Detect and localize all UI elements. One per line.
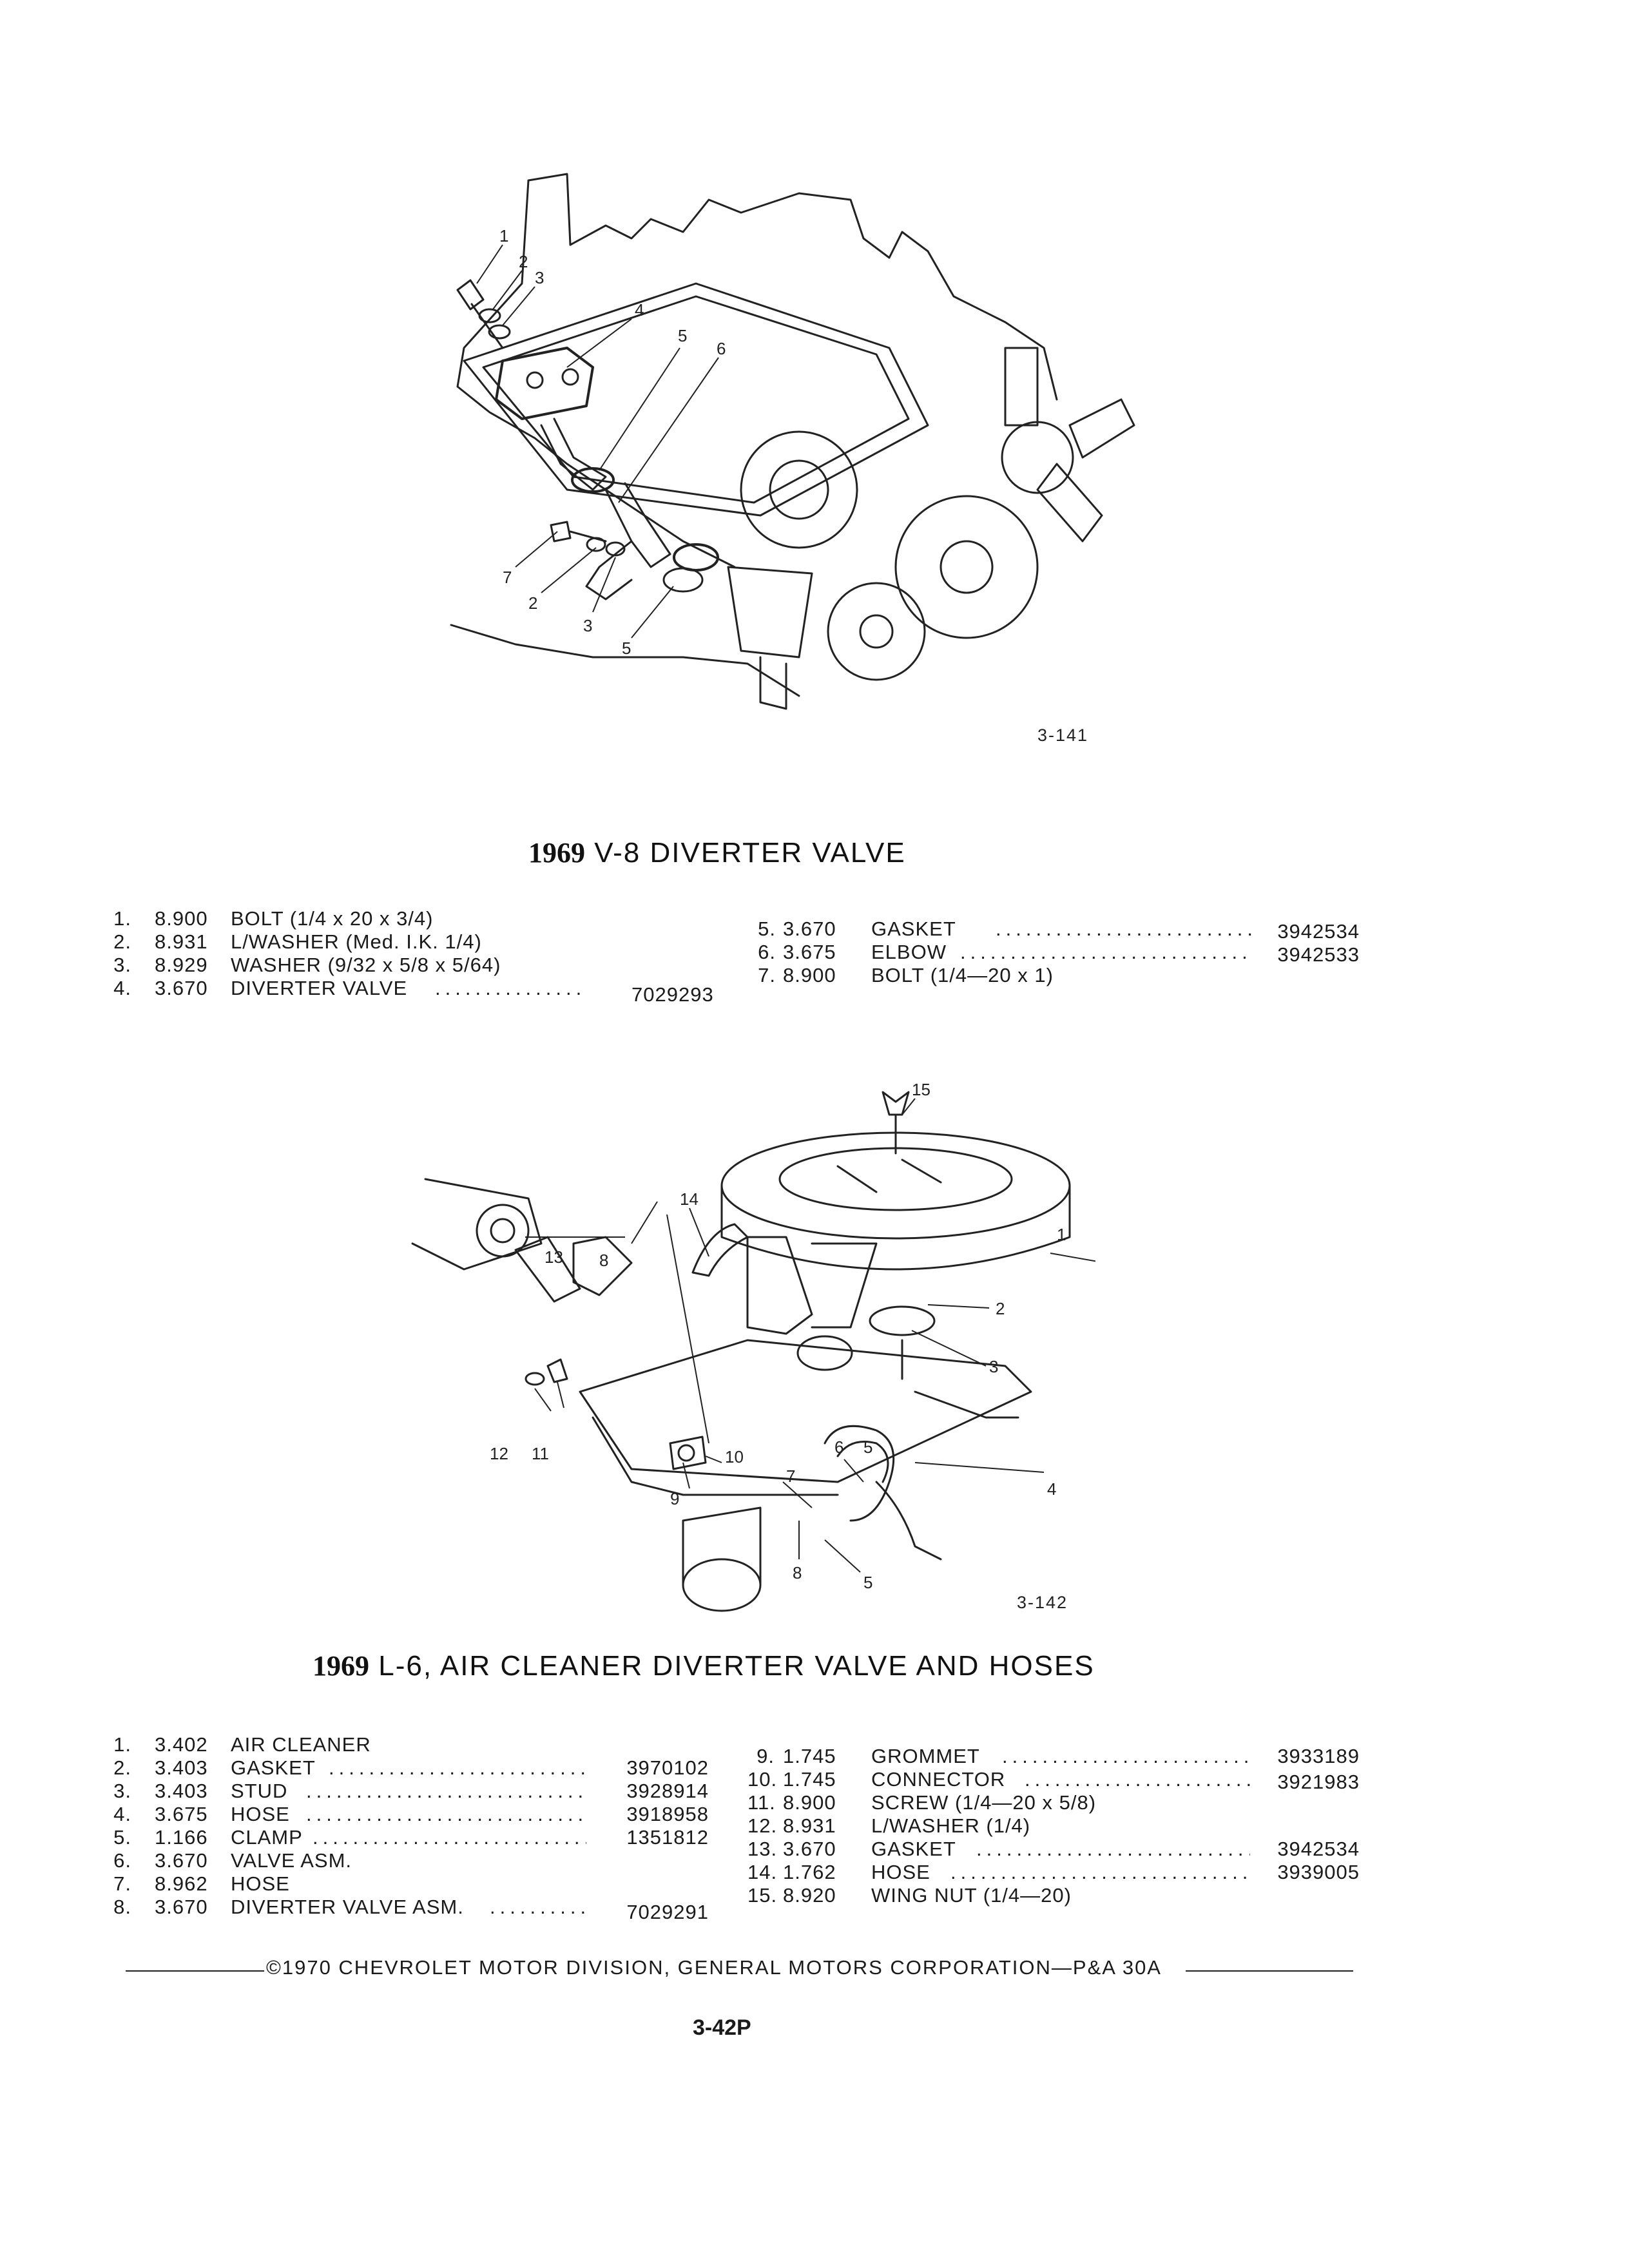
callout-3: 3 <box>535 268 544 287</box>
callout-2b: 2 <box>528 593 537 613</box>
section1-parts-left: 1. 8.900 BOLT (1/4 x 20 x 3/4) 2. 8.931 … <box>110 907 722 1006</box>
footer-copyright: ©1970 CHEVROLET MOTOR DIVISION, GENERAL … <box>266 1956 1162 1979</box>
callout-1: 1 <box>499 226 508 245</box>
callout-15: 15 <box>912 1080 930 1099</box>
list-item: 15. 8.920 WING NUT (1/4—20) <box>747 1884 1072 1907</box>
section1-parts-right: 5. 3.670 GASKET ........................… <box>754 918 1373 987</box>
list-item: 6. 3.670 VALVE ASM. <box>113 1849 352 1872</box>
list-item: 10. 1.745 CONNECTOR ....................… <box>747 1768 1360 1793</box>
callout-1: 1 <box>1057 1225 1066 1244</box>
list-item: 12. 8.931 L/WASHER (1/4) <box>747 1814 1031 1837</box>
section1-title-year: 1969 <box>528 837 585 869</box>
section2-title: 1969 L-6, AIR CLEANER DIVERTER VALVE AND… <box>313 1649 1095 1682</box>
section2-title-year: 1969 <box>313 1650 369 1682</box>
callout-5: 5 <box>863 1437 872 1457</box>
list-item: 5. 3.670 GASKET ........................… <box>758 918 1360 943</box>
section2-parts-right: 9. 1.745 GROMMET .......................… <box>747 1745 1373 1907</box>
callout-5b: 5 <box>863 1573 872 1592</box>
list-item: 7. 8.900 BOLT (1/4—20 x 1) <box>758 964 1054 986</box>
callout-14: 14 <box>680 1189 699 1209</box>
callout-4: 4 <box>635 300 644 320</box>
callout-2: 2 <box>519 252 528 271</box>
callout-11: 11 <box>532 1444 549 1463</box>
callout-8b: 8 <box>793 1563 802 1582</box>
callout-5b: 5 <box>622 639 631 658</box>
callout-5: 5 <box>678 326 687 345</box>
section2-title-text: L-6, AIR CLEANER DIVERTER VALVE AND HOSE… <box>378 1650 1095 1682</box>
list-item: 8. 3.670 DIVERTER VALVE ASM. ...........… <box>113 1896 709 1923</box>
callout-2: 2 <box>996 1299 1005 1318</box>
list-item: 9. 1.745 GROMMET .......................… <box>757 1745 1360 1767</box>
callout-7: 7 <box>786 1466 795 1486</box>
list-item: 3. 3.403 STUD ..........................… <box>113 1780 709 1802</box>
list-item: 13. 3.670 GASKET .......................… <box>747 1838 1360 1860</box>
footer-rule-left <box>126 1970 264 1972</box>
callout-6: 6 <box>834 1437 843 1457</box>
list-item: 14. 1.762 HOSE .........................… <box>747 1861 1360 1883</box>
callout-8: 8 <box>599 1251 608 1270</box>
list-item: 4. 3.670 DIVERTER VALVE ................… <box>113 977 714 1006</box>
callout-3: 3 <box>989 1357 998 1376</box>
callout-12: 12 <box>490 1444 508 1463</box>
list-item: 7. 8.962 HOSE <box>113 1872 290 1895</box>
footer-rule-right <box>1186 1970 1353 1972</box>
list-item: 1. 3.402 AIR CLEANER <box>113 1733 371 1756</box>
section1-title: 1969 V-8 DIVERTER VALVE <box>528 836 906 869</box>
callout-7: 7 <box>503 568 512 587</box>
callout-4: 4 <box>1047 1479 1056 1499</box>
list-item: 1. 8.900 BOLT (1/4 x 20 x 3/4) <box>113 907 434 930</box>
callout-13: 13 <box>545 1247 563 1267</box>
callout-6: 6 <box>717 339 726 358</box>
section1-title-text: V-8 DIVERTER VALVE <box>594 837 906 869</box>
callout-9: 9 <box>670 1489 679 1508</box>
list-item: 2. 3.403 GASKET ........................… <box>113 1756 709 1779</box>
figure-label-3-142: 3-142 <box>1017 1593 1068 1612</box>
l6-air-cleaner-illustration: 15 14 1 13 8 2 3 12 11 10 9 6 5 7 4 8 5 <box>411 1080 1095 1612</box>
v8-diverter-valve-illustration: 1 2 3 4 5 6 7 2 3 5 <box>450 173 1135 710</box>
page-number: 3-42P <box>693 2015 751 2040</box>
list-item: 4. 3.675 HOSE ..........................… <box>113 1803 709 1825</box>
section2-parts-left: 1. 3.402 AIR CLEANER 2. 3.403 GASKET ...… <box>110 1733 728 1923</box>
list-item: 11. 8.900 SCREW (1/4—20 x 5/8) <box>747 1791 1097 1814</box>
list-item: 5. 1.166 CLAMP .........................… <box>113 1826 709 1849</box>
figure-label-3-141: 3-141 <box>1037 726 1089 745</box>
list-item: 6. 3.675 ELBOW .........................… <box>758 941 1360 966</box>
callout-10: 10 <box>725 1447 744 1466</box>
list-item: 3. 8.929 WASHER (9/32 x 5/8 x 5/64) <box>113 954 501 976</box>
list-item: 2. 8.931 L/WASHER (Med. I.K. 1/4) <box>113 930 482 953</box>
callout-3b: 3 <box>583 616 592 635</box>
